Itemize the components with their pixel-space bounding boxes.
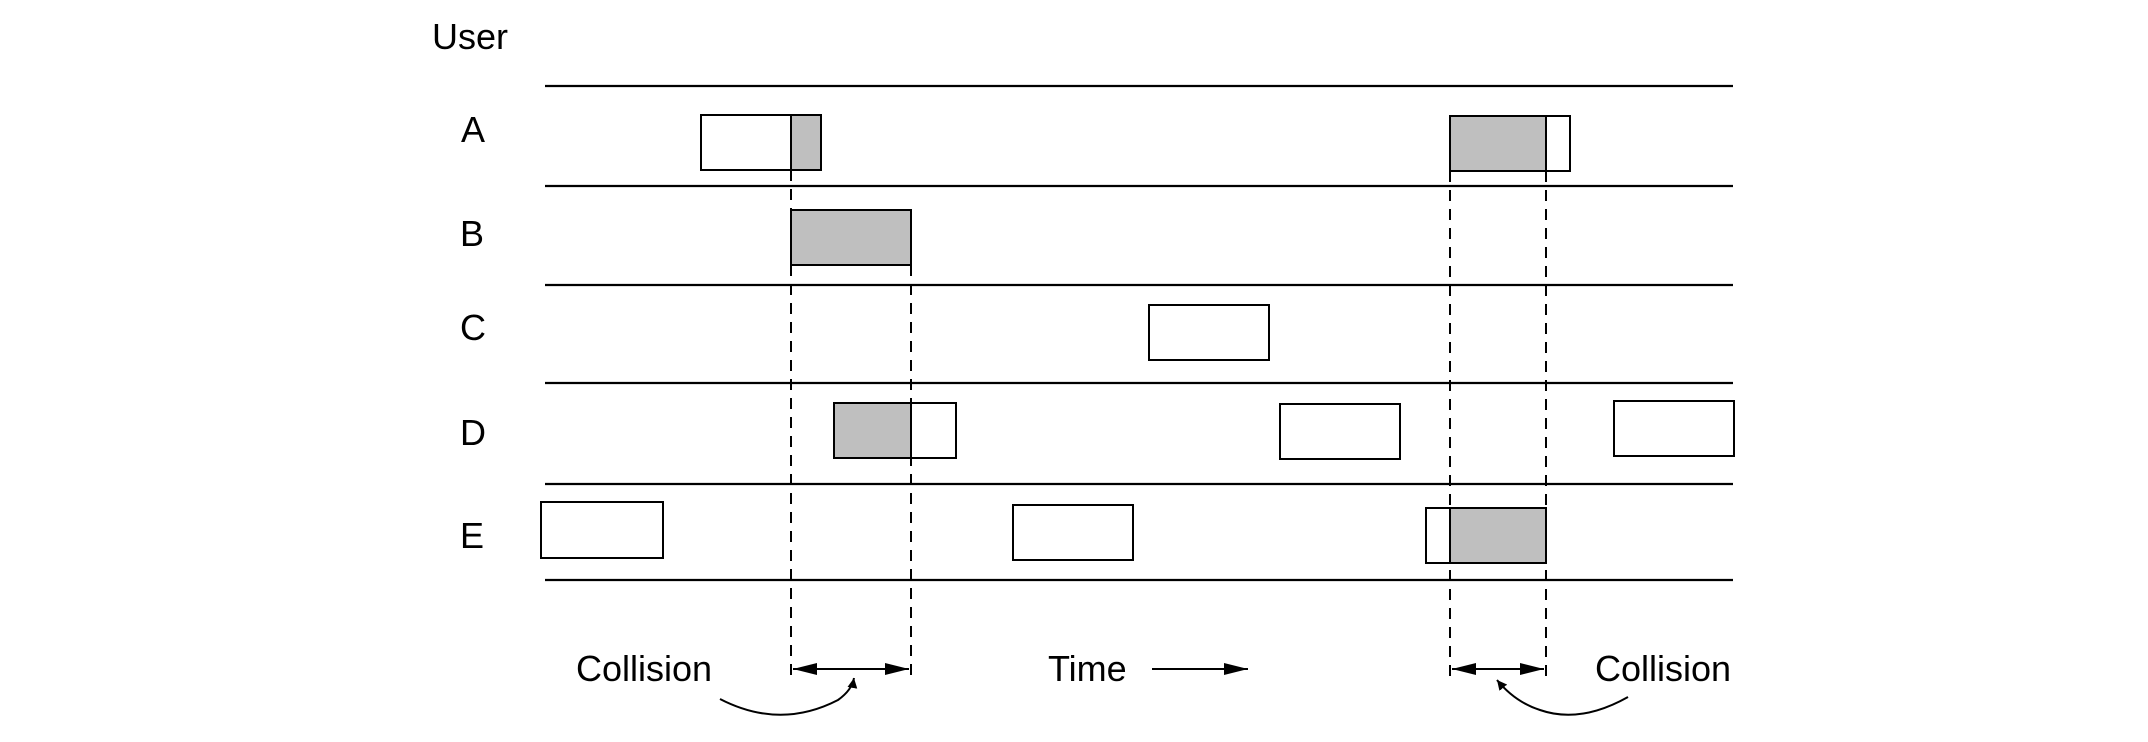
user-label-e: E: [460, 515, 484, 556]
user-label-b: B: [460, 213, 484, 254]
frame: [1148, 304, 1270, 361]
collision-window-lines: [790, 170, 1547, 680]
frames-user-e: [540, 501, 1547, 564]
user-label-a: A: [461, 109, 485, 150]
frames-user-d: [833, 400, 1735, 460]
frames-user-a: [700, 114, 1571, 172]
collision-pointer-right: [1496, 679, 1629, 716]
frame: [1012, 504, 1134, 561]
row-separators: [545, 84, 1733, 582]
frame-collided-part: [1449, 507, 1547, 564]
user-label-d: D: [460, 412, 486, 453]
frame-collided-part: [790, 114, 822, 171]
user-label-c: C: [460, 307, 486, 348]
frames-user-b: [790, 209, 912, 266]
frame-collided: [790, 209, 912, 266]
collision-label-right: Collision: [1595, 648, 1731, 689]
collision-pointer-left: [719, 677, 858, 716]
frame-collided-part: [833, 402, 912, 459]
time-label: Time: [1048, 648, 1127, 689]
frame: [1279, 403, 1401, 460]
frame: [540, 501, 664, 559]
frame: [1613, 400, 1735, 457]
frames-user-c: [1148, 304, 1270, 361]
collision-label-left: Collision: [576, 648, 712, 689]
user-axis-label: User: [432, 16, 508, 57]
frame-collided-part: [1449, 115, 1547, 172]
